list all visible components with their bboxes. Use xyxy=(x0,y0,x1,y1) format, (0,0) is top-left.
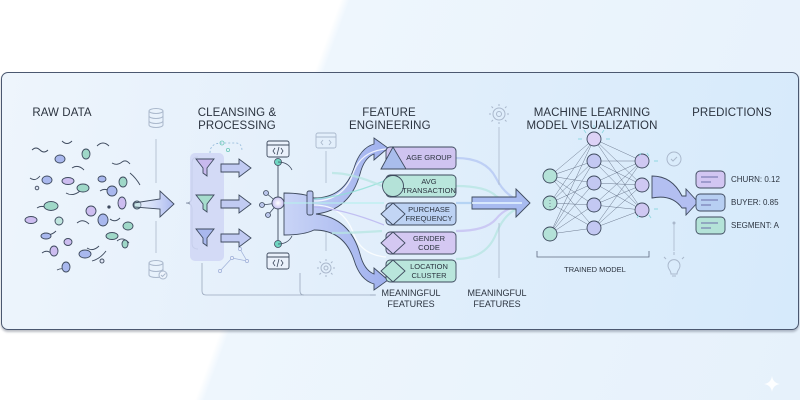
nn-edge xyxy=(549,182,595,235)
graph-icon xyxy=(218,247,249,273)
feature-box-gender-code xyxy=(380,231,457,255)
prediction-cards xyxy=(695,170,726,235)
meaningful-features-label-2: MEANINGFUL FEATURES xyxy=(464,288,530,310)
feature-box-age-group xyxy=(380,146,457,170)
model-to-predictions-arrow xyxy=(651,175,699,217)
feature-label-line1: AVG xyxy=(421,177,437,186)
feature-label-line2: TRANSACTION xyxy=(402,185,456,195)
stage-title-cleansing-line1: CLEANSING & xyxy=(197,107,277,119)
sparkle-icon xyxy=(764,376,780,392)
nn-edge xyxy=(593,160,643,184)
nn-edge xyxy=(549,204,595,235)
nn-edge xyxy=(593,184,643,229)
feature-label-line1: LOCATION xyxy=(410,262,448,271)
nn-node xyxy=(634,177,650,193)
stage-title-ml-line1: MACHINE LEARNING xyxy=(533,107,651,119)
nn-node xyxy=(586,175,602,191)
nn-node xyxy=(586,197,602,213)
feature-label-gender-code: GENDER CODE xyxy=(402,234,456,252)
feature-label-line1: GENDER xyxy=(412,234,446,243)
nn-edge xyxy=(549,160,595,177)
nn-edge xyxy=(593,209,643,229)
nn-edge xyxy=(593,138,643,186)
nn-node xyxy=(542,168,558,184)
feature-box-location-cluster xyxy=(380,259,457,283)
cleansing-arrows xyxy=(220,158,252,248)
nn-edge xyxy=(549,202,595,229)
nn-edge xyxy=(549,138,595,235)
nn-edge xyxy=(593,204,643,211)
feature-box-avg-transaction xyxy=(382,174,457,198)
feature-label-line1: PURCHASE xyxy=(408,205,450,214)
feature-label-avg-transaction: AVG TRANSACTION xyxy=(402,177,456,195)
code-window-icon xyxy=(266,140,290,270)
funnel-icon xyxy=(195,158,215,247)
prediction-label-buyer: BUYER: 0.85 xyxy=(731,198,779,207)
trained-model-label: TRAINED MODEL xyxy=(564,265,626,274)
nn-node xyxy=(634,153,650,169)
feature-label-line1: AGE GROUP xyxy=(406,153,452,162)
feature-label-line2: CLUSTER xyxy=(411,270,447,280)
nn-edge xyxy=(549,138,595,177)
nn-edge xyxy=(593,184,643,206)
raw-data-blobs xyxy=(24,148,142,273)
gear-icon xyxy=(489,104,509,124)
nn-edge xyxy=(549,160,595,235)
nn-edge xyxy=(593,182,643,211)
meaningful-features-label-1: MEANINGFUL FEATURES xyxy=(378,288,444,310)
meaningful-line1: MEANINGFUL xyxy=(467,288,527,298)
nn-edge xyxy=(593,160,643,206)
meaningful-line2: FEATURES xyxy=(387,299,435,309)
stage-title-cleansing-line2: PROCESSING xyxy=(198,120,276,132)
feature-label-purchase-frequency: PURCHASE FREQUENCY xyxy=(402,205,456,223)
stage-title-feature-line1: FEATURE xyxy=(362,107,416,119)
nn-edge xyxy=(593,182,643,186)
nn-node xyxy=(634,202,650,218)
nn-node xyxy=(586,220,602,236)
check-circle-icon xyxy=(666,151,682,167)
nn-node xyxy=(586,153,602,169)
nn-edge xyxy=(549,160,595,204)
feature-box-purchase-frequency xyxy=(380,202,457,226)
lightbulb-icon xyxy=(663,252,685,277)
feature-label-line2: CODE xyxy=(418,242,440,252)
meaningful-line2: FEATURES xyxy=(473,299,521,309)
meaningful-line1: MEANINGFUL xyxy=(381,288,441,298)
stage-title-feature: FEATURE ENGINEERING xyxy=(349,107,431,133)
nn-edge xyxy=(549,175,595,229)
nn-edge xyxy=(593,160,643,229)
gear-icon xyxy=(317,259,335,277)
prediction-label-churn: CHURN: 0.12 xyxy=(731,175,780,184)
pipeline-panel: RAW DATA CLEANSING & PROCESSING FEATURE … xyxy=(1,72,799,330)
raw-to-cleansing-arrow xyxy=(133,189,175,219)
database-icon xyxy=(148,108,164,128)
stage-title-cleansing: CLEANSING & PROCESSING xyxy=(192,107,282,133)
processing-tube xyxy=(283,137,389,291)
nn-edge xyxy=(549,175,595,206)
code-window-icon xyxy=(315,132,337,149)
nn-edge xyxy=(593,138,643,162)
prediction-label-segment: SEGMENT: A xyxy=(731,221,780,230)
neural-network-icon xyxy=(542,125,658,242)
feature-label-age-group: AGE GROUP xyxy=(402,153,456,163)
stage-title-ml-line2: MODEL VISUALIZATION xyxy=(526,120,658,132)
feature-label-location-cluster: LOCATION CLUSTER xyxy=(402,262,456,280)
stage-title-ml: MACHINE LEARNING MODEL VISUALIZATION xyxy=(522,107,662,133)
stage-title-raw-data: RAW DATA xyxy=(32,107,92,119)
database-check-icon xyxy=(148,260,168,280)
nn-edge xyxy=(549,138,595,204)
nn-edge xyxy=(593,138,643,211)
nn-node xyxy=(586,131,602,147)
nn-edge xyxy=(549,182,595,204)
nn-edge xyxy=(593,160,643,211)
nn-edge xyxy=(593,160,643,186)
hub-node xyxy=(271,196,285,210)
pipeline-diagram xyxy=(24,104,726,296)
nn-node xyxy=(542,226,558,242)
stage-title-feature-line2: ENGINEERING xyxy=(349,120,431,132)
feature-label-line2: FREQUENCY xyxy=(405,213,453,223)
stage-title-predictions: PREDICTIONS xyxy=(692,107,772,119)
